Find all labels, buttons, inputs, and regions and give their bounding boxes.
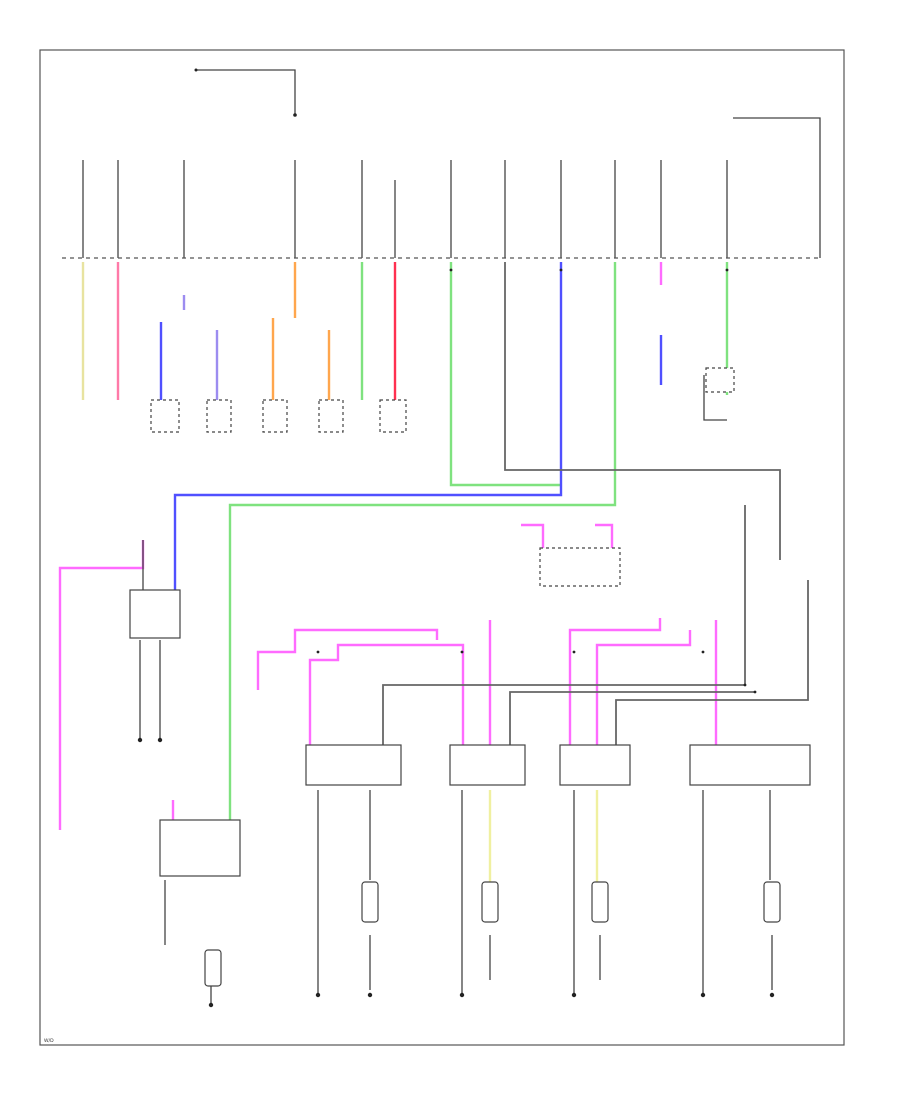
gray-bus-wires xyxy=(382,262,809,745)
colored-wires xyxy=(58,262,729,890)
black-wiring xyxy=(139,375,773,1005)
module-2 xyxy=(449,744,526,786)
relay-modules xyxy=(129,547,811,877)
fuse-drops xyxy=(82,160,728,258)
wire-green-3 xyxy=(228,262,617,830)
module-3 xyxy=(559,744,631,786)
wire-magenta-2 xyxy=(58,540,145,830)
wire-magenta-6 xyxy=(568,618,662,745)
sensor-3 xyxy=(591,881,609,923)
sensor-2 xyxy=(481,881,499,923)
wire-magenta-11 xyxy=(595,523,614,548)
wire-magenta-10 xyxy=(521,523,545,548)
diagram-frame xyxy=(39,49,845,1046)
wire-green-2 xyxy=(449,262,561,487)
ground-points xyxy=(137,737,775,1008)
sensors xyxy=(204,881,781,987)
wire-magenta-3 xyxy=(256,628,439,690)
top-feed-junction xyxy=(293,113,297,117)
top-feed-terminal xyxy=(194,68,198,72)
splice-dots xyxy=(316,268,757,694)
sensor-4 xyxy=(763,881,781,923)
wire-blue-2 xyxy=(173,262,563,590)
wire-magenta-4 xyxy=(308,643,465,745)
module-1 xyxy=(305,744,402,786)
corner-code: W/D xyxy=(44,1038,54,1044)
right-top-bracket xyxy=(733,117,821,258)
wire-magenta-7 xyxy=(595,630,692,745)
module-4 xyxy=(689,744,811,786)
left-lower-module xyxy=(159,819,241,877)
sensor-5 xyxy=(204,949,222,987)
sensor-1 xyxy=(361,881,379,923)
left-upper-module xyxy=(129,589,181,639)
connector-boxes xyxy=(150,367,735,433)
relay-center xyxy=(539,547,621,587)
top-feed-wire xyxy=(196,69,296,115)
